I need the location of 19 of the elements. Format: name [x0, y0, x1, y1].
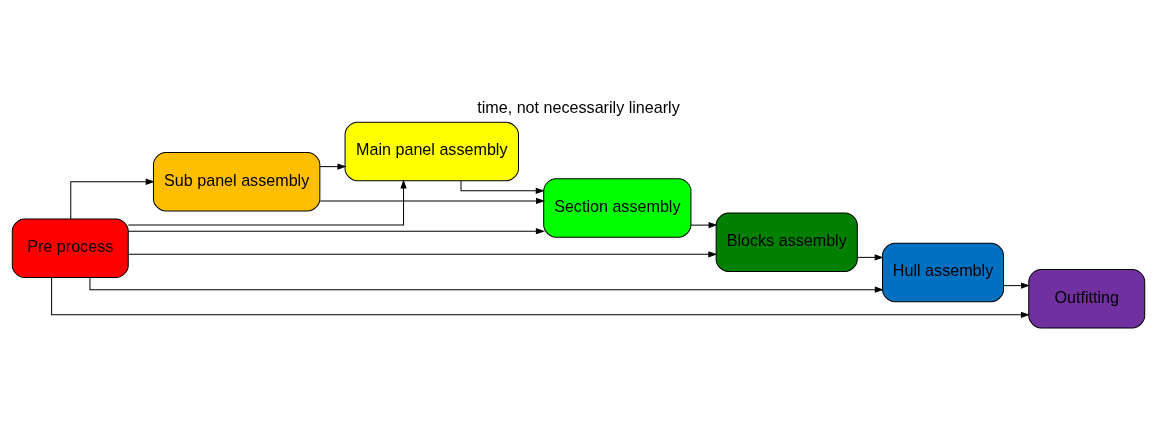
node-box: Section assembly — [543, 177, 692, 238]
arrow — [1003, 281, 1031, 289]
arrow — [319, 162, 347, 170]
arrow — [460, 179, 545, 194]
arrow — [690, 221, 718, 228]
node-box: Blocks assembly — [715, 212, 858, 272]
node-box: Hull assembly — [882, 242, 1005, 302]
node-box: Main panel assembly — [344, 121, 519, 181]
arrow — [127, 227, 545, 234]
arrow — [319, 197, 546, 204]
node-box: Outfitting — [1028, 268, 1146, 328]
arrow — [70, 178, 155, 219]
arrow — [857, 253, 884, 261]
diagram-title: time, not necessarily linearly — [477, 97, 680, 116]
arrow — [51, 276, 1030, 318]
arrow — [127, 250, 718, 258]
node-box: Sub panel assembly — [152, 151, 321, 211]
node-box: Pre process — [11, 218, 129, 278]
arrow — [127, 179, 407, 226]
